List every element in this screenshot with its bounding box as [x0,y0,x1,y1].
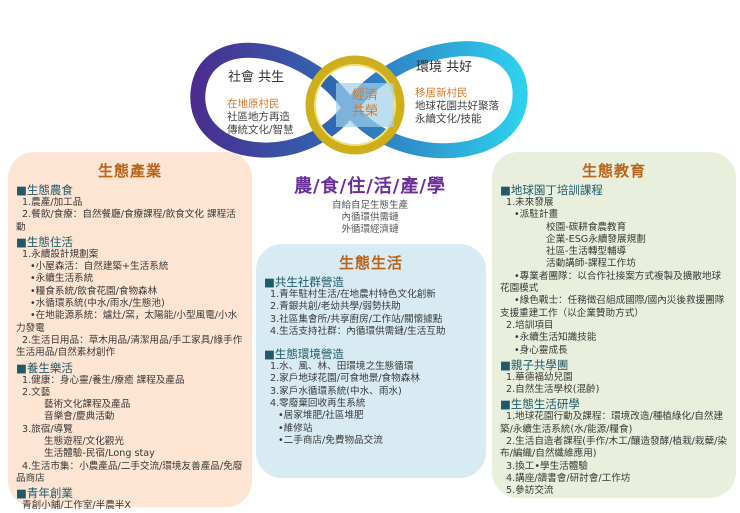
list-item: •水循環系統(中水/雨水/生態池) [30,298,165,310]
list-item: •糧食系統/飲食花園/食物森林 [30,285,158,297]
environment-line: 永續文化/技能 [415,113,482,125]
list-item: 音樂會/慶典活動 [44,411,115,423]
pillars-line: 內循環供需鏈 [341,212,399,223]
list-item: 1.地球花園行動及課程：環境改造/種植綠化/自然建築/永續生活系統(水/能源/糧… [500,411,724,435]
list-item: 社區-生活轉型輔導 [546,246,627,258]
section-heading: ■養生樂活 [16,360,73,375]
list-item: 1.健康：身心靈/養生/療癒 課程及產品 [22,374,185,386]
list-item: 4.講座/讀書會/研討會/工作坊 [506,472,631,484]
list-item: •永續生活知識技能 [514,332,597,344]
gold-ring [305,55,405,155]
list-item: 3.社區集會所/共享廚房/工作站/關懷據點 [270,313,443,325]
list-item: 2.餐飲/食療：自然餐廳/食療課程/飲食文化 課程活動 [16,209,236,233]
list-item: 2.生活自造者課程(手作/木工/釀造發酵/植栽/栽蘗/染布/編織/自然纖維應用) [500,436,727,460]
list-item: 青創小舖/工作室/半農半X [22,500,131,512]
education-title: 生態教育 [581,162,646,180]
economy-label: 經濟 共榮 [342,88,388,120]
list-item: •在地能源系統：爐灶/窯，太陽能/小型風電/小水力發電 [16,310,238,334]
list-item: 2.文藝 [22,386,51,398]
social-highlight: 在地原村民 [227,98,280,110]
list-item: 3.家戶水循環系統(中水、雨水) [270,385,402,397]
environment-highlight: 移居新村民 [415,87,468,99]
social-line: 傳統文化/智慧 [227,124,294,136]
list-item: •永續生活系統 [30,273,94,285]
list-item: 生態遊程/文化觀光 [44,436,124,448]
spacer [264,338,478,346]
section-heading: ■生態住活 [16,234,73,249]
list-item: 1.青年駐村生活/在地農村特色文化創新 [270,289,436,300]
list-item: 2.生活日用品：草木用品/清潔用品/手工家具/綠手作生活用品/自然素材創作 [16,334,243,359]
list-item: •專業者團隊：以合作社接案方式複製及擴散地球花園模式 [500,270,722,295]
pillars: 農/食/住/活/產/學 自給自足生態生產 內循環供需鏈 外循環經濟鏈 [250,172,490,236]
section-heading: ■生態生活研學 [500,397,580,412]
list-item: 1.未來發展 [506,197,554,208]
economy-line: 經濟 [351,88,378,103]
environment-text: 移居新村民 地球花園共好聚落 永續文化/技能 [415,87,499,126]
list-item: 4.生活支持社群：內循環供需鏈/生活互助 [270,325,446,337]
list-item: •二手商店/免費物品交流 [278,434,383,446]
section-heading: ■地球園丁培訓課程 [500,183,603,197]
list-item: 2.自然生活學校(混齡) [506,384,600,396]
list-item: •派駐計畫 [514,209,559,221]
list-item: •身心靈成長 [514,344,568,356]
section-heading: ■青年創業 [16,486,73,501]
living-title: 生態生活 [338,254,403,272]
list-item: 2.青銀共創/老幼共學/弱勢扶助 [270,301,401,313]
list-item: •居家堆肥/社區堆肥 [278,410,364,422]
list-item: 企業-ESG永續發展規劃 [546,233,646,245]
list-item: 藝術文化課程及產品 [44,399,131,411]
list-item: •小屋森活：自然建築+生活系統 [30,261,169,273]
list-item: 1.水、風、林、田環境之生態循環 [270,361,414,373]
list-item: 3.換工•學生活體驗 [506,460,588,472]
center-highlight [336,83,394,127]
list-item: 校園-碳耕食農教育 [546,221,627,233]
section-heading: ■生態環境營造 [264,347,344,362]
list-item: 2.培訓項目 [506,319,554,331]
section-heading: ■親子共學團 [500,357,569,372]
list-item: 生活體驗-民宿/Long stay [44,448,155,460]
list-item: 3.旅宿/導覽 [22,423,73,435]
environment-line: 地球花園共好聚落 [415,100,499,112]
list-item: 1.華德福幼兒園 [506,371,573,383]
economy-line: 共榮 [351,104,378,119]
social-line: 社區地方再造 [227,111,290,123]
list-item: 4.零廢棄回收再生系統 [270,398,366,410]
list-item: 活動講師-課程工作坊 [546,258,636,270]
list-item: •維修站 [278,422,313,434]
list-item: 1.永續設計規劃案 [22,248,99,260]
list-item: 1.農產/加工品 [22,197,83,208]
list-item: 2.家戶地球花園/可食地景/食物森林 [270,373,420,385]
infinity-symbol [190,41,528,159]
environment-title: 環境 共好 [416,60,473,75]
pillars-line: 外循環經濟鏈 [341,224,399,235]
social-text: 在地原村民 社區地方再造 傳統文化/智慧 [227,98,294,137]
section-heading: ■共生社群營造 [264,275,344,289]
list-item: 5.參訪交流 [506,485,554,497]
pillars-line: 自給自足生態生產 [331,200,408,211]
list-item: •綠色戰士：任務徵召組成國際/國內災後救援團隊支援重建工作（以企業贊助方式） [500,295,725,319]
list-item: 4.生活市集：小農產品/二手交流/環境友善產品/免廢品商店 [16,460,243,484]
social-title: 社會 共生 [228,70,285,85]
pillars-title: 農/食/住/活/產/學 [294,176,446,197]
section-heading: ■生態農食 [16,183,73,197]
industry-title: 生態產業 [97,162,162,180]
